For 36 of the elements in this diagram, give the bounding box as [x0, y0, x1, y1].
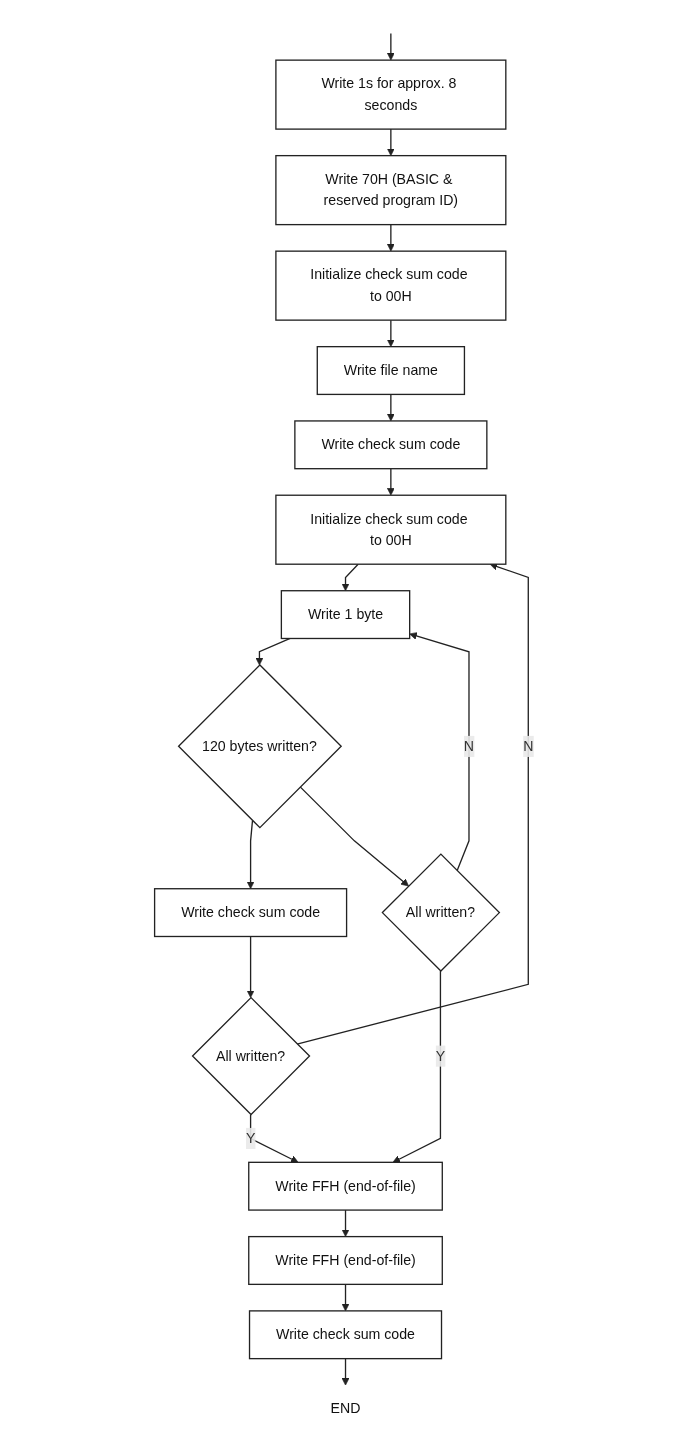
arrow: [386, 468, 395, 496]
node-box: Write 1s for approx. 8 seconds: [275, 59, 507, 130]
node-diamond: 120 bytes written?: [177, 664, 343, 829]
arrow: [341, 1283, 350, 1312]
node-box: Write FFH (end-of-file): [248, 1161, 443, 1211]
arrow: [392, 970, 442, 1163]
node-diamond: All written?: [191, 996, 311, 1116]
node-diamond: All written?: [381, 853, 501, 973]
node-box: Write check sum code: [153, 888, 348, 938]
node-box: Initialize check sum code to 00H: [275, 494, 507, 565]
arrow: [341, 563, 359, 592]
arrow: [249, 1113, 299, 1163]
node-box: Write 70H (BASIC & reserved program ID): [275, 154, 507, 226]
arrow: [386, 32, 395, 61]
node-box: Write check sum code: [248, 1310, 443, 1360]
node-text: END: [330, 1401, 361, 1417]
node-box: Write file name: [316, 346, 466, 396]
node-box: Initialize check sum code to 00H: [275, 250, 507, 321]
node-box: Write 1 byte: [280, 590, 411, 640]
arrow: [341, 1357, 350, 1386]
edge-label: N: [463, 738, 475, 754]
arrow: [409, 632, 470, 872]
node-box: Write check sum code: [294, 420, 488, 470]
arrow: [386, 128, 395, 156]
edge-label: N: [523, 738, 534, 754]
arrow: [341, 1209, 350, 1237]
node-box: Write FFH (end-of-file): [248, 1235, 443, 1286]
arrow: [386, 393, 395, 422]
arrow: [246, 820, 255, 890]
edge-label: Y: [245, 1130, 256, 1146]
arrow: [255, 637, 291, 666]
arrow: [246, 935, 255, 998]
arrow: [386, 223, 395, 252]
arrow: [299, 786, 409, 887]
edge-label: Y: [435, 1048, 446, 1064]
arrow: [386, 319, 395, 347]
